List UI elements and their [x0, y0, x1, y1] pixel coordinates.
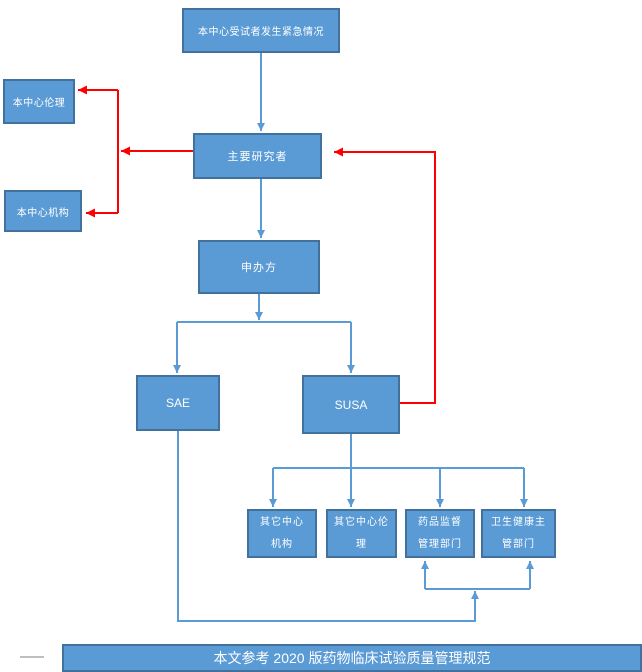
- node-sae[interactable]: SAE: [136, 375, 220, 431]
- node-ethics[interactable]: 本中心伦理: [3, 79, 75, 124]
- connector-susa-to-pi: [334, 147, 436, 404]
- node-sponsor[interactable]: 申办方: [198, 240, 320, 294]
- node-other-ethics[interactable]: 其它中心伦 理: [326, 509, 397, 558]
- node-pi[interactable]: 主要研究者: [193, 133, 322, 179]
- node-other-institution[interactable]: 其它中心 机构: [247, 509, 317, 558]
- node-health-admin[interactable]: 卫生健康主 管部门: [481, 509, 556, 558]
- footer-reference-banner[interactable]: 本文参考 2020 版药物临床试验质量管理规范: [62, 644, 642, 672]
- node-drug-admin[interactable]: 药品监督 管理部门: [405, 509, 475, 558]
- node-emergency[interactable]: 本中心受试者发生紧急情况: [182, 8, 340, 53]
- node-susa[interactable]: SUSA: [302, 375, 400, 434]
- node-institution[interactable]: 本中心机构: [4, 190, 82, 232]
- footer-reference-text: 本文参考 2020 版药物临床试验质量管理规范: [213, 650, 491, 666]
- page-margin-mark: [20, 656, 44, 658]
